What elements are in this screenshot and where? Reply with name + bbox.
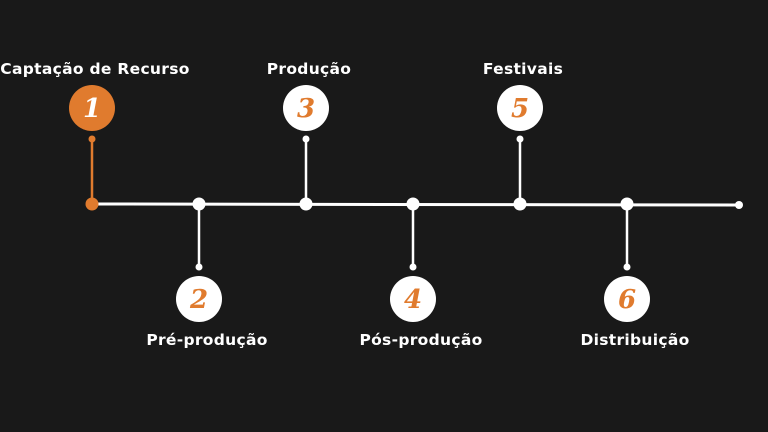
stage-2-stem-dot — [195, 263, 203, 271]
stage-2-label: Pré-produção — [146, 331, 267, 349]
stage-3-stem-dot — [302, 135, 310, 143]
stage-4-number: 4 — [404, 285, 422, 315]
stage-2-badge — [176, 276, 222, 322]
stage-3: 3 Produção — [267, 60, 351, 211]
stage-4-stem-dot — [409, 263, 417, 271]
stage-1-badge — [69, 85, 115, 131]
stage-3-number: 3 — [297, 94, 315, 124]
stage-2-axis-node — [192, 197, 206, 211]
stage-5-stem-dot — [516, 135, 524, 143]
stage-2-number: 2 — [189, 285, 208, 315]
stage-6-number: 6 — [618, 285, 636, 315]
stage-6-axis-node — [620, 197, 634, 211]
stage-1: 1 Captação de Recurso — [0, 60, 189, 211]
timeline-end-dot — [735, 201, 743, 209]
stage-5-axis-node — [513, 197, 527, 211]
stage-5-label: Festivais — [483, 60, 563, 78]
stage-5-number: 5 — [511, 94, 529, 124]
stage-3-label: Produção — [267, 60, 351, 78]
stage-1-label: Captação de Recurso — [0, 60, 189, 78]
stage-6-stem-dot — [623, 263, 631, 271]
stage-3-badge — [283, 85, 329, 131]
stage-5: 5 Festivais — [483, 60, 563, 211]
stage-1-axis-node — [85, 197, 99, 211]
stage-4-axis-node — [406, 197, 420, 211]
stage-6-badge — [604, 276, 650, 322]
stage-3-axis-node — [299, 197, 313, 211]
stage-6-label: Distribuição — [580, 331, 689, 349]
stage-4-badge — [390, 276, 436, 322]
stage-5-badge — [497, 85, 543, 131]
stage-1-number: 1 — [83, 94, 101, 124]
stage-4-label: Pós-produção — [359, 331, 482, 349]
stage-1-stem-dot — [88, 135, 96, 143]
